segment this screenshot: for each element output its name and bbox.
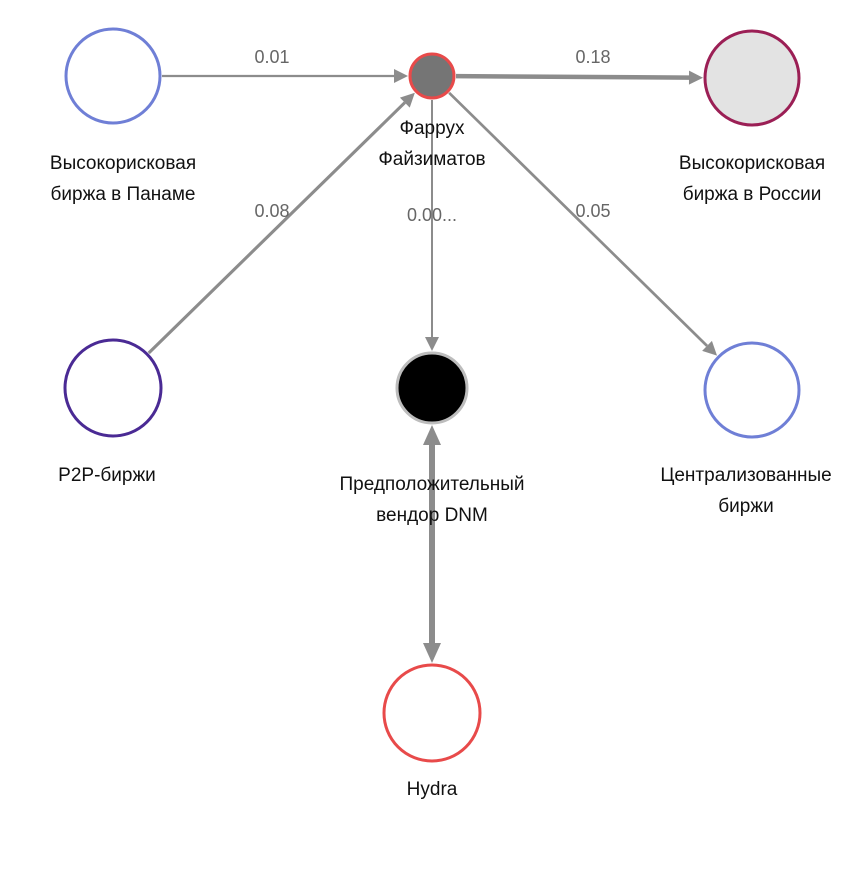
node-label-line: P2P-биржи <box>58 465 156 486</box>
edge-line <box>455 73 690 80</box>
node-circle[interactable] <box>703 29 801 127</box>
arrowhead-end <box>394 69 408 83</box>
edge-p2p-farrukh: 0.08 <box>147 92 415 355</box>
node-label-panama: Высокорисковая биржа в Панаме <box>50 153 196 205</box>
node-circle[interactable] <box>64 27 162 125</box>
edge-label-farrukh-vendor: 0.00... <box>407 205 457 225</box>
node-russia[interactable] <box>703 29 801 127</box>
arrowhead-end <box>423 643 441 663</box>
node-label-line: биржа в России <box>683 184 822 205</box>
node-circle[interactable] <box>395 351 469 425</box>
nodes-layer <box>63 27 801 763</box>
node-label-line: Централизованные <box>660 465 831 486</box>
node-label-line: биржи <box>718 496 773 517</box>
arrowhead-end <box>702 340 718 356</box>
edge-line <box>147 101 406 355</box>
node-hydra[interactable] <box>382 663 482 763</box>
node-label-line: Высокорисковая <box>50 153 196 174</box>
node-farrukh[interactable] <box>408 52 456 100</box>
node-label-line: Файзиматов <box>378 149 485 170</box>
node-label-central: Централизованные биржи <box>660 465 831 517</box>
edge-label-p2p-farrukh: 0.08 <box>254 201 289 221</box>
edge-label-farrukh-central: 0.05 <box>575 201 610 221</box>
node-label-line: биржа в Панаме <box>51 184 196 205</box>
node-circle[interactable] <box>408 52 456 100</box>
edge-label-farrukh-russia: 0.18 <box>575 47 610 67</box>
edge-vendor-hydra <box>423 425 441 663</box>
node-circle[interactable] <box>63 338 163 438</box>
node-label-line: Предположительный <box>339 474 524 495</box>
node-circle[interactable] <box>382 663 482 763</box>
node-label-line: Hydra <box>407 779 458 800</box>
node-central[interactable] <box>703 341 801 439</box>
arrowhead-end <box>425 337 439 351</box>
node-panama[interactable] <box>64 27 162 125</box>
arrowhead-end <box>688 70 704 85</box>
node-label-p2p: P2P-биржи <box>58 465 156 486</box>
edges-layer: 0.01 0.18 0.08 0.00... 0.05 <box>147 47 718 663</box>
node-p2p[interactable] <box>63 338 163 438</box>
arrowhead-end <box>399 92 415 108</box>
edge-panama-farrukh: 0.01 <box>162 47 408 83</box>
node-label-line: Высокорисковая <box>679 153 825 174</box>
node-vendor[interactable] <box>395 351 469 425</box>
edge-farrukh-russia: 0.18 <box>455 47 704 85</box>
edge-line <box>448 91 708 347</box>
edge-label-panama-farrukh: 0.01 <box>254 47 289 67</box>
node-label-vendor: Предположительный вендор DNM <box>339 474 524 526</box>
arrowhead-start <box>423 425 441 445</box>
node-label-russia: Высокорисковая биржа в России <box>679 153 825 205</box>
edge-farrukh-central: 0.05 <box>448 91 718 356</box>
node-label-line: Фаррух <box>400 118 465 139</box>
node-label-line: вендор DNM <box>376 505 488 526</box>
edge-farrukh-vendor: 0.00... <box>407 100 457 351</box>
node-label-hydra: Hydra <box>407 779 458 800</box>
node-circle[interactable] <box>703 341 801 439</box>
